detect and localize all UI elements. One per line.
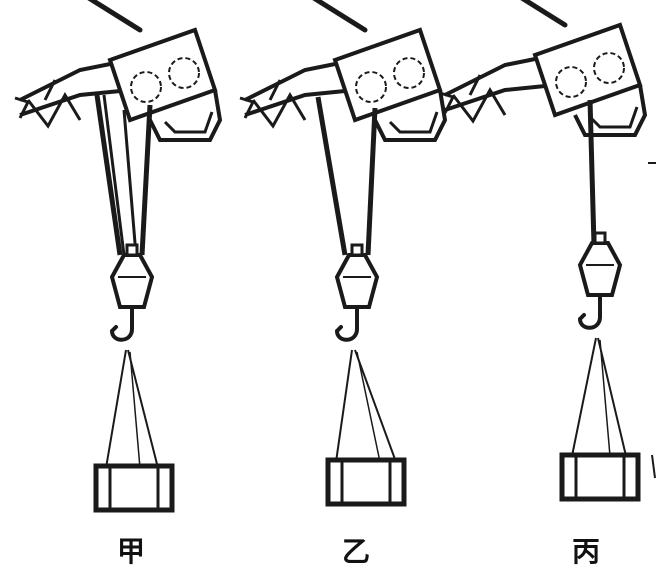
- label-jia: 甲: [117, 535, 146, 568]
- panel-jia: [15, 0, 220, 510]
- panel-yi: [240, 0, 445, 504]
- label-bing: 丙: [572, 535, 601, 568]
- panel-bing: [440, 0, 645, 499]
- label-yi: 乙: [342, 535, 371, 568]
